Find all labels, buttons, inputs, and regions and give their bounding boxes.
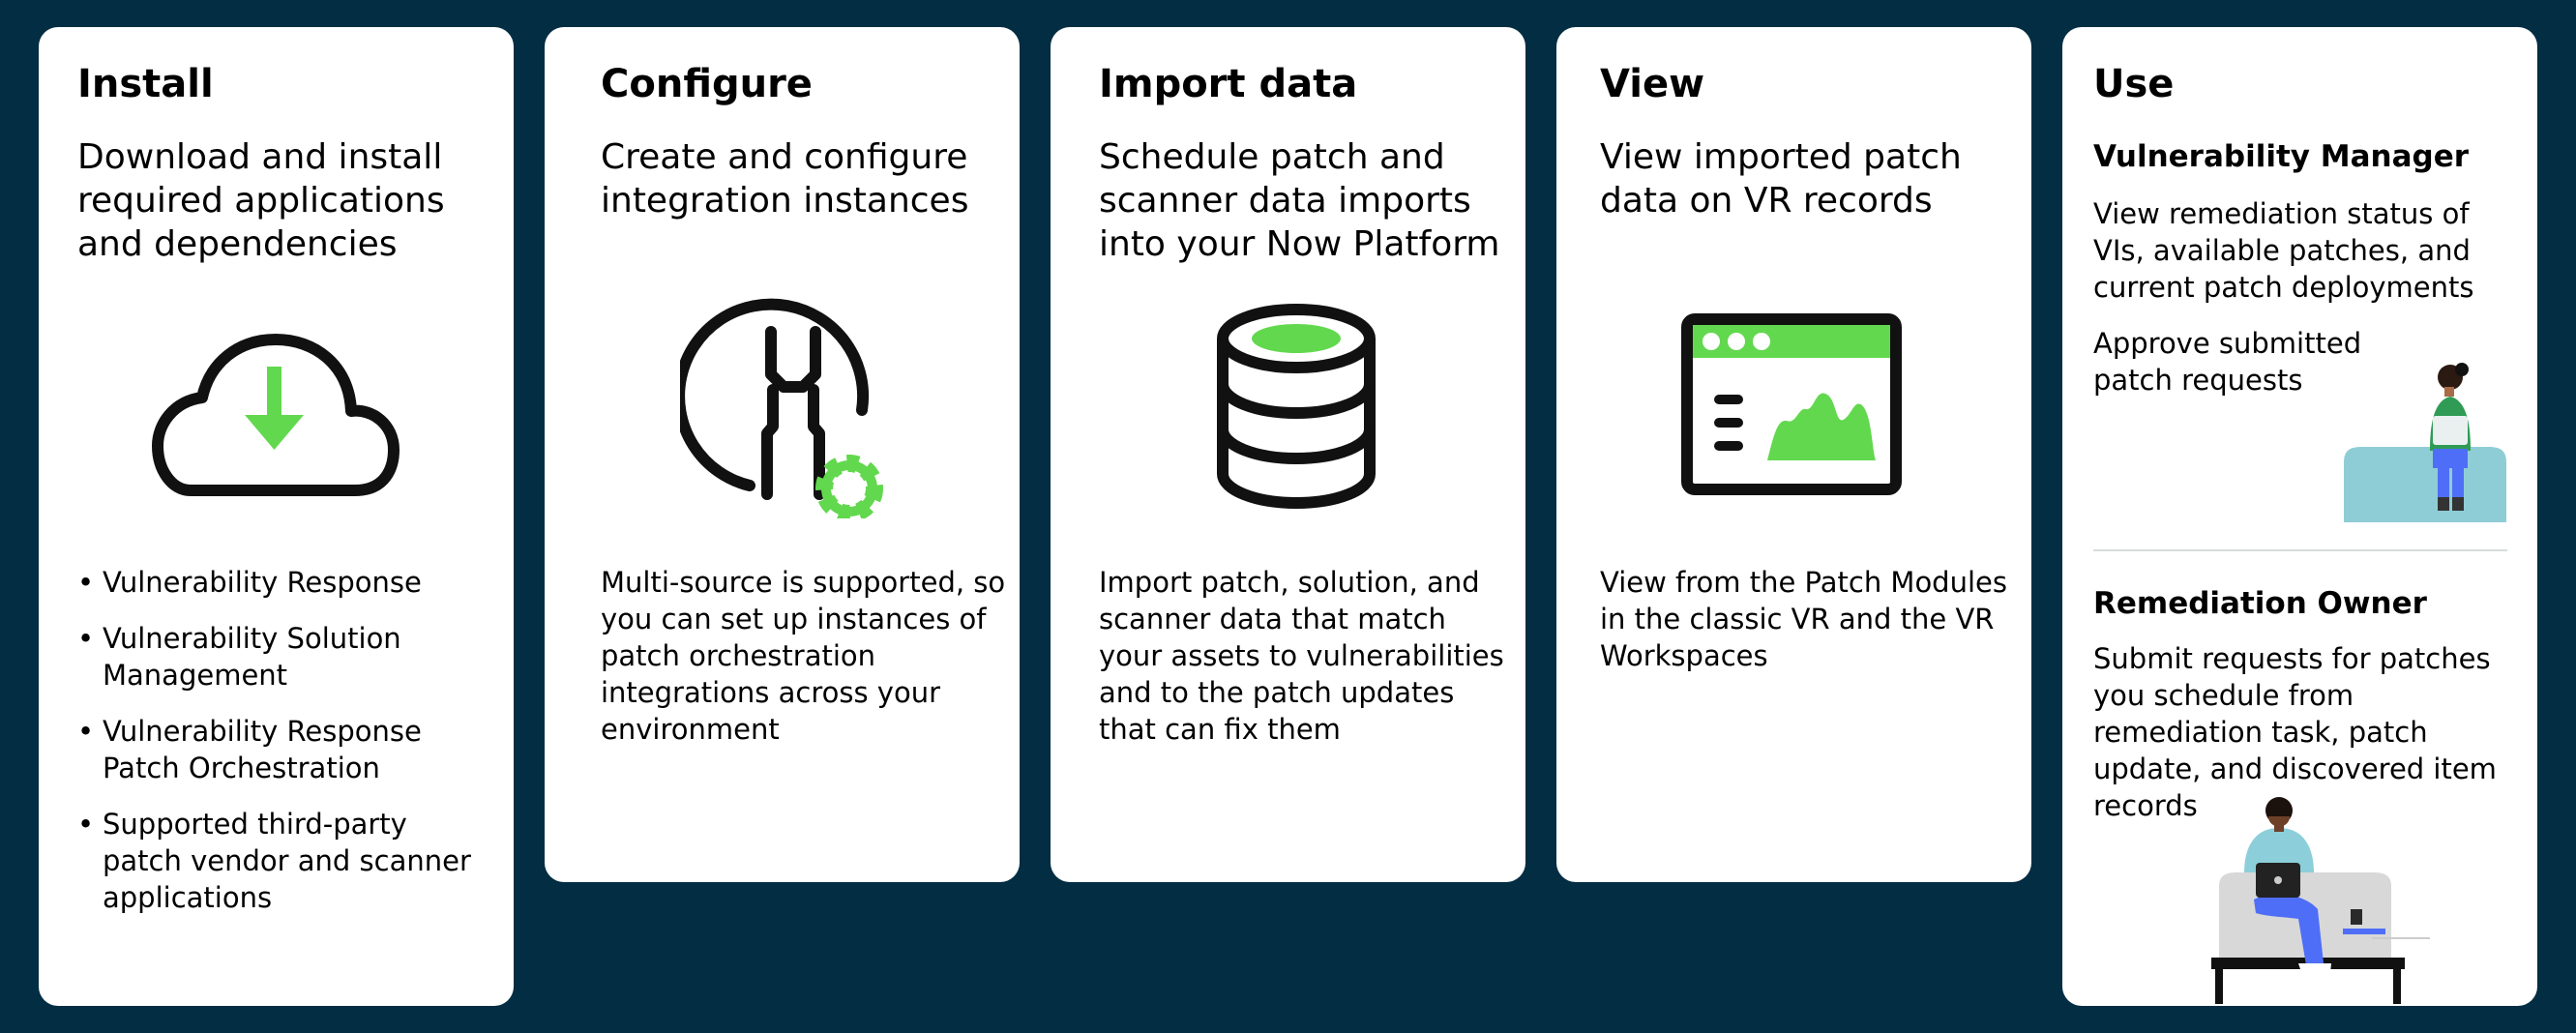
seated-person-illustration [2344, 363, 2506, 522]
view-title: View [1600, 62, 1705, 106]
list-item: Vulnerability Response [77, 564, 493, 601]
install-card: Install Download and install required ap… [39, 27, 514, 1006]
configure-body: Multi-source is supported, so you can se… [601, 566, 1006, 746]
wrench-gear-icon [680, 298, 883, 518]
install-bullet-list: Vulnerability Response Vulnerability Sol… [77, 564, 493, 935]
cloud-download-icon [152, 334, 400, 496]
database-icon [1217, 304, 1376, 509]
configure-title: Configure [601, 62, 813, 106]
install-title: Install [77, 62, 214, 106]
import-data-card: Import data Schedule patch and scanner d… [1051, 27, 1525, 882]
vulnerability-manager-text: View remediation status of VIs, availabl… [2093, 197, 2474, 304]
remediation-owner-text: Submit requests for patches you schedule… [2093, 642, 2497, 822]
use-title: Use [2093, 62, 2175, 106]
list-item: Supported third-party patch vendor and s… [77, 806, 493, 916]
list-item: Vulnerability Response Patch Orchestrati… [77, 713, 493, 786]
browser-chart-icon [1681, 313, 1902, 495]
configure-card: Configure Create and configure integrati… [545, 27, 1020, 882]
view-subtitle: View imported patch data on VR records [1600, 137, 1962, 221]
vulnerability-manager-heading: Vulnerability Manager [2093, 139, 2470, 174]
list-item: Vulnerability Solution Management [77, 620, 493, 694]
vulnerability-manager-approve-text: Approve submitted patch requests [2093, 327, 2362, 397]
use-card: Use Vulnerability Manager View remediati… [2062, 27, 2537, 1006]
view-card: View View imported patch data on VR reco… [1556, 27, 2031, 882]
gear-icon [815, 455, 883, 518]
remediation-owner-heading: Remediation Owner [2093, 586, 2427, 621]
person-with-laptop-illustration [2211, 797, 2430, 1004]
import-data-title: Import data [1099, 62, 1358, 106]
view-body: View from the Patch Modules in the class… [1600, 566, 2007, 672]
import-data-subtitle: Schedule patch and scanner data imports … [1099, 137, 1500, 264]
import-data-body: Import patch, solution, and scanner data… [1099, 566, 1504, 746]
configure-subtitle: Create and configure integration instanc… [601, 137, 969, 221]
install-subtitle: Download and install required applicatio… [77, 137, 445, 264]
section-divider [2093, 549, 2507, 551]
